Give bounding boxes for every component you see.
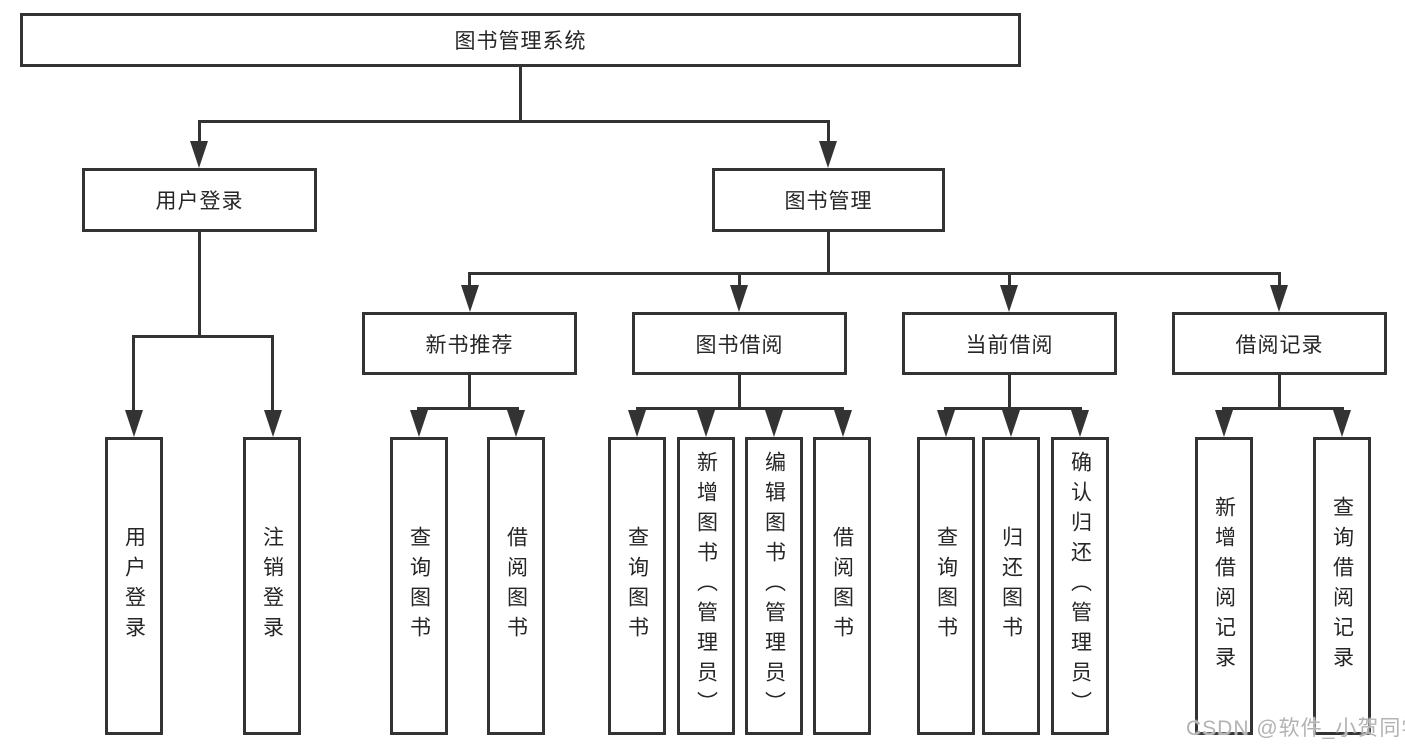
- connector-line: [636, 407, 844, 410]
- arrow-down-icon: [507, 410, 525, 437]
- connector-line: [738, 272, 741, 290]
- arrow-down-icon: [937, 410, 955, 437]
- node-leaf-return-book: 归还图书: [982, 437, 1040, 735]
- node-label: 借阅图书: [830, 526, 854, 646]
- arrow-down-icon: [461, 285, 479, 312]
- connector-line: [132, 335, 274, 338]
- node-borrow-records: 借阅记录: [1172, 312, 1387, 375]
- node-leaf-confirm-return-admin: 确认归还（管理员）: [1051, 437, 1109, 735]
- connector-line: [132, 335, 135, 415]
- connector-line: [468, 272, 1281, 275]
- node-leaf-logout: 注销登录: [243, 437, 301, 735]
- arrow-down-icon: [1333, 410, 1351, 437]
- connector-line: [271, 335, 274, 415]
- arrow-down-icon: [1000, 285, 1018, 312]
- connector-line: [1008, 272, 1011, 290]
- node-label: 归还图书: [999, 526, 1023, 646]
- connector-line: [1222, 407, 1344, 410]
- arrow-down-icon: [697, 410, 715, 437]
- arrow-down-icon: [264, 410, 282, 437]
- connector-line: [1008, 375, 1011, 410]
- node-label: 新书推荐: [425, 333, 514, 357]
- node-root: 图书管理系统: [20, 13, 1021, 67]
- node-label: 图书管理: [784, 190, 873, 213]
- node-label: 借阅图书: [504, 526, 528, 646]
- node-label: 新增图书（管理员）: [694, 451, 718, 721]
- node-label: 借阅记录: [1235, 333, 1324, 357]
- connector-line: [519, 67, 522, 121]
- node-leaf-query-book-3: 查询图书: [917, 437, 975, 735]
- node-label: 确认归还（管理员）: [1068, 451, 1092, 721]
- node-leaf-borrow-book-2: 借阅图书: [813, 437, 871, 735]
- node-leaf-user-login: 用户登录: [105, 437, 163, 735]
- node-label: 新增借阅记录: [1212, 496, 1236, 676]
- connector-line: [944, 407, 1082, 410]
- arrow-down-icon: [125, 410, 143, 437]
- connector-line: [1278, 375, 1281, 410]
- arrow-down-icon: [1071, 410, 1089, 437]
- node-leaf-edit-book-admin: 编辑图书（管理员）: [745, 437, 803, 735]
- connector-line: [827, 120, 830, 146]
- node-leaf-add-borrow-record: 新增借阅记录: [1195, 437, 1253, 735]
- arrow-down-icon: [765, 410, 783, 437]
- csdn-watermark: CSDN @软件_小贺同学: [1186, 717, 1405, 740]
- connector-line: [1278, 272, 1281, 290]
- node-leaf-query-borrow-record: 查询借阅记录: [1313, 437, 1371, 735]
- node-leaf-add-book-admin: 新增图书（管理员）: [677, 437, 735, 735]
- node-label: 当前借阅: [965, 333, 1054, 357]
- arrow-down-icon: [834, 410, 852, 437]
- node-label: 图书管理系统: [454, 30, 587, 53]
- arrow-down-icon: [1270, 285, 1288, 312]
- node-label: 查询图书: [625, 526, 649, 646]
- node-leaf-query-book-2: 查询图书: [608, 437, 666, 735]
- node-label: 注销登录: [260, 526, 284, 646]
- node-label: 查询图书: [407, 526, 431, 646]
- connector-line: [198, 232, 201, 337]
- connector-line: [468, 375, 471, 410]
- connector-line: [468, 272, 471, 290]
- node-leaf-query-book-1: 查询图书: [390, 437, 448, 735]
- arrow-down-icon: [190, 141, 208, 168]
- node-label: 用户登录: [155, 190, 244, 213]
- node-label: 查询借阅记录: [1330, 496, 1354, 676]
- connector-line: [827, 232, 830, 274]
- arrow-down-icon: [1002, 410, 1020, 437]
- node-current-borrow: 当前借阅: [902, 312, 1117, 375]
- node-book-management: 图书管理: [712, 168, 945, 232]
- node-label: 图书借阅: [695, 333, 784, 357]
- arrow-down-icon: [1215, 410, 1233, 437]
- node-label: 编辑图书（管理员）: [762, 451, 786, 721]
- node-user-login: 用户登录: [82, 168, 317, 232]
- arrow-down-icon: [730, 285, 748, 312]
- connector-line: [198, 120, 830, 123]
- node-new-book-recommend: 新书推荐: [362, 312, 577, 375]
- arrow-down-icon: [628, 410, 646, 437]
- node-label: 用户登录: [122, 526, 146, 646]
- connector-line: [738, 375, 741, 410]
- node-book-borrow: 图书借阅: [632, 312, 847, 375]
- node-leaf-borrow-book-1: 借阅图书: [487, 437, 545, 735]
- connector-line: [417, 407, 519, 410]
- node-label: 查询图书: [934, 526, 958, 646]
- arrow-down-icon: [410, 410, 428, 437]
- connector-line: [198, 120, 201, 146]
- arrow-down-icon: [819, 141, 837, 168]
